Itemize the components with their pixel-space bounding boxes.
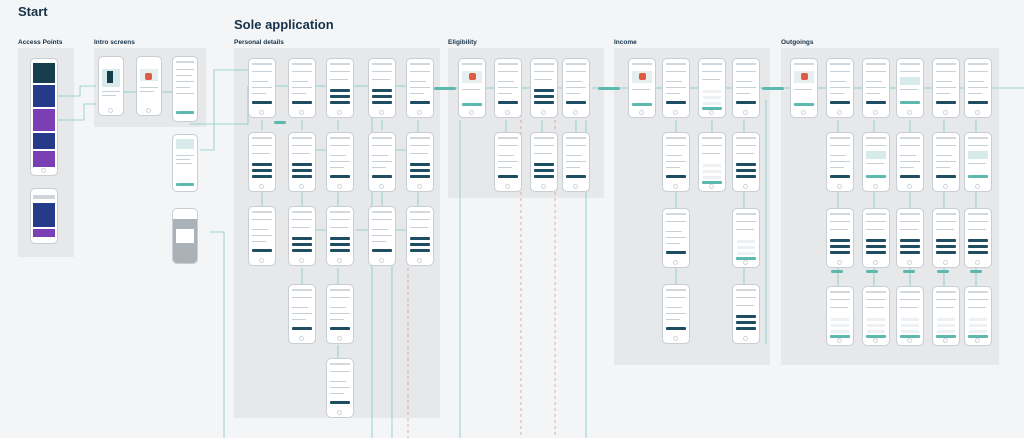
connector-pill [598,87,620,90]
sole-application-title: Sole application [234,17,334,32]
connector-pill [274,121,286,124]
outgoings-screen[interactable] [862,132,890,192]
personal-details-screen[interactable] [368,206,396,266]
personal-details-screen[interactable] [326,132,354,192]
income-screen[interactable] [662,208,690,268]
intro-screen[interactable] [98,56,124,116]
personal-details-screen[interactable] [368,132,396,192]
intro-screen-modal[interactable] [172,208,198,264]
eligibility-screen[interactable] [494,58,522,118]
section-label-access-points: Access Points [18,39,63,46]
personal-details-screen[interactable] [406,132,434,192]
personal-details-screen[interactable] [326,284,354,344]
personal-details-screen[interactable] [326,358,354,418]
personal-details-screen[interactable] [288,206,316,266]
income-screen[interactable] [662,132,690,192]
start-title: Start [18,4,48,19]
outgoings-screen[interactable] [964,286,992,346]
personal-details-screen[interactable] [288,132,316,192]
income-screen[interactable] [732,58,760,118]
outgoings-screen[interactable] [932,132,960,192]
outgoings-screen[interactable] [896,132,924,192]
outgoings-screen[interactable] [932,58,960,118]
outgoings-screen[interactable] [964,132,992,192]
outgoings-screen[interactable] [826,132,854,192]
connector-pill [937,270,949,273]
outgoings-screen[interactable] [826,208,854,268]
section-label-outgoings: Outgoings [781,39,814,46]
income-screen[interactable] [698,132,726,192]
income-screen[interactable] [698,58,726,118]
outgoings-screen[interactable] [896,208,924,268]
personal-details-screen[interactable] [288,284,316,344]
connector-pill [866,270,878,273]
income-screen[interactable] [732,284,760,344]
eligibility-screen[interactable] [458,58,486,118]
section-label-intro-screens: Intro screens [94,39,135,46]
eligibility-screen[interactable] [530,58,558,118]
personal-details-screen[interactable] [248,132,276,192]
outgoings-screen[interactable] [896,58,924,118]
outgoings-screen[interactable] [896,286,924,346]
eligibility-screen[interactable] [562,132,590,192]
outgoings-screen[interactable] [932,208,960,268]
section-label-personal-details: Personal details [234,39,284,46]
section-label-income: Income [614,39,637,46]
outgoings-screen[interactable] [964,58,992,118]
personal-details-screen[interactable] [326,58,354,118]
intro-screen[interactable] [172,134,198,192]
intro-screen[interactable] [136,56,162,116]
personal-details-screen[interactable] [248,206,276,266]
outgoings-screen[interactable] [862,286,890,346]
eligibility-screen[interactable] [562,58,590,118]
income-screen[interactable] [628,58,656,118]
connector-pill [970,270,982,273]
personal-details-screen[interactable] [406,58,434,118]
section-label-eligibility: Eligibility [448,39,477,46]
connector-pill [434,87,456,90]
income-screen[interactable] [732,208,760,268]
eligibility-screen[interactable] [494,132,522,192]
connector-pill [831,270,843,273]
outgoings-screen[interactable] [790,58,818,118]
outgoings-screen[interactable] [862,208,890,268]
access-point-screen[interactable] [30,188,58,244]
income-screen[interactable] [662,58,690,118]
personal-details-screen[interactable] [248,58,276,118]
income-screen[interactable] [662,284,690,344]
personal-details-screen[interactable] [368,58,396,118]
outgoings-screen[interactable] [826,58,854,118]
outgoings-screen[interactable] [932,286,960,346]
personal-details-screen[interactable] [288,58,316,118]
connector-pill [903,270,915,273]
outgoings-screen[interactable] [964,208,992,268]
income-screen[interactable] [732,132,760,192]
outgoings-screen[interactable] [862,58,890,118]
access-point-screen[interactable] [30,58,58,176]
personal-details-screen[interactable] [326,206,354,266]
connector-pill [762,87,784,90]
outgoings-screen[interactable] [826,286,854,346]
intro-screen[interactable] [172,56,198,122]
personal-details-screen[interactable] [406,206,434,266]
eligibility-screen[interactable] [530,132,558,192]
